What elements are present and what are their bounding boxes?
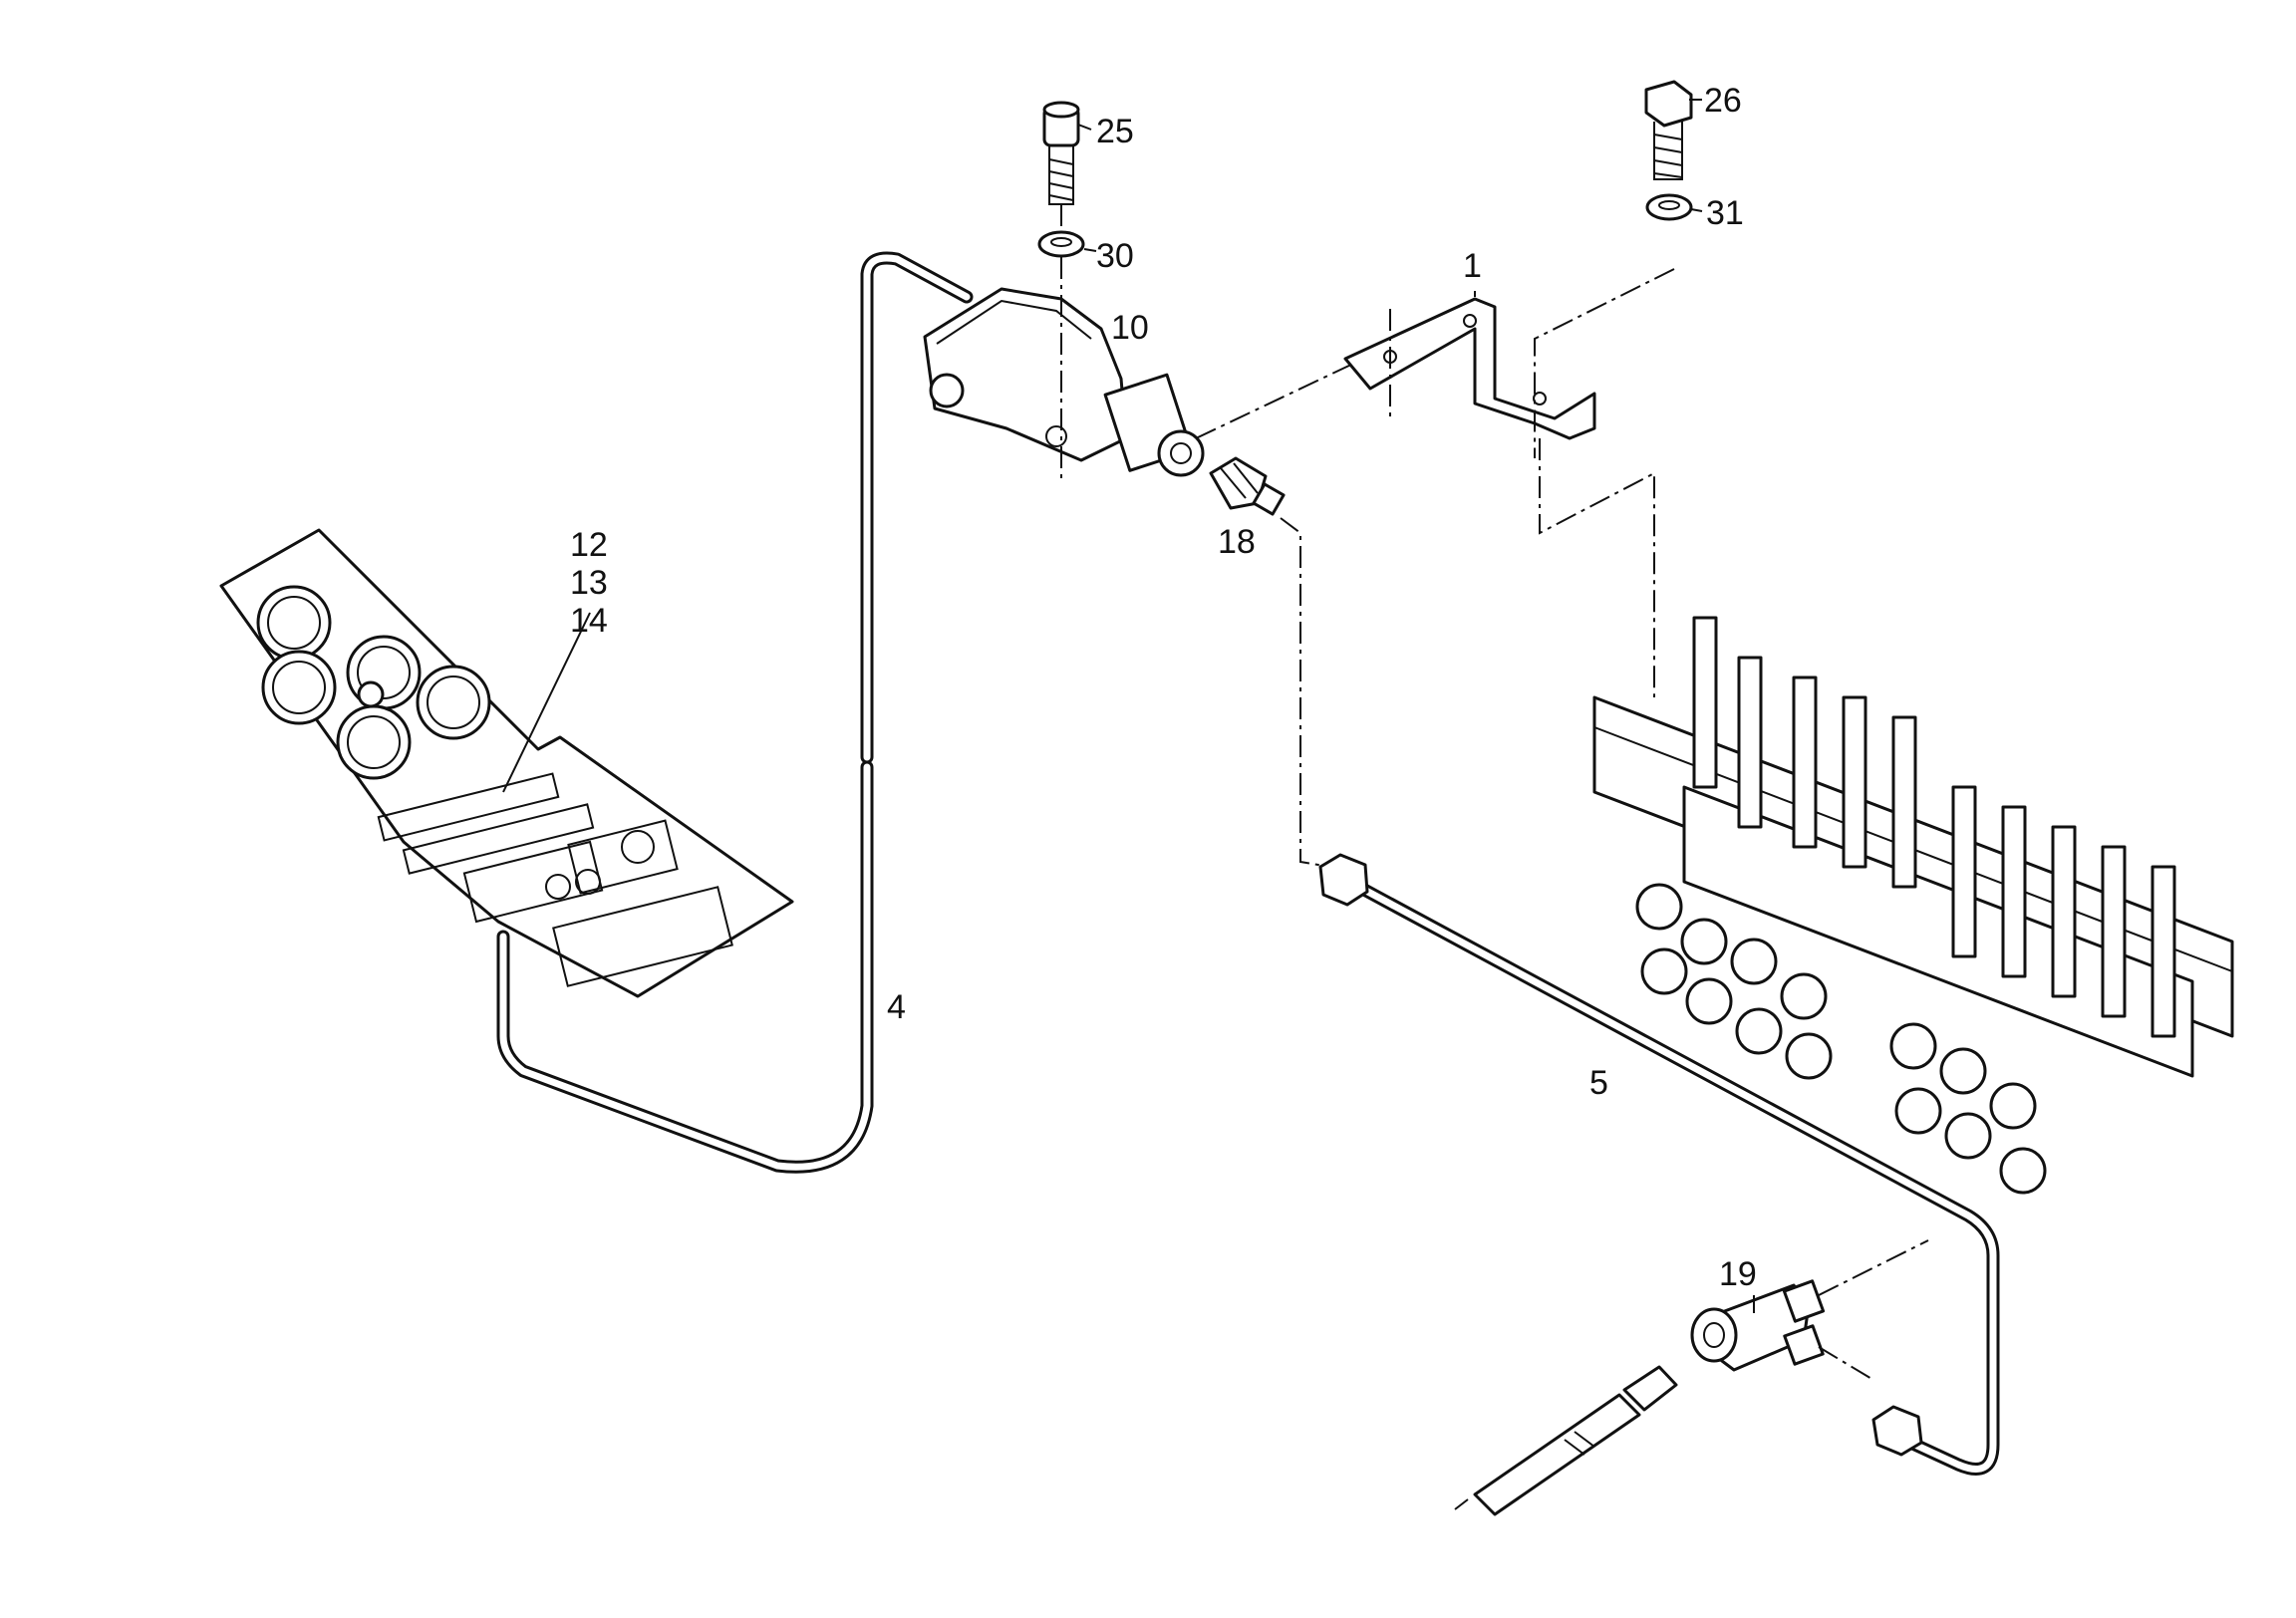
callout-5: 5 <box>1589 1064 1608 1102</box>
leader-lines <box>502 99 1755 1313</box>
callout-13: 13 <box>570 564 608 602</box>
callout-26: 26 <box>1704 82 1742 120</box>
callout-10: 10 <box>1111 309 1149 347</box>
callout-4: 4 <box>887 988 906 1026</box>
bolt-25 <box>1042 101 1080 205</box>
instrument-panel <box>219 528 794 998</box>
callout-labels: 25 26 30 31 1 10 18 12 13 14 4 5 19 <box>570 82 1757 1293</box>
bolt-26 <box>1644 80 1693 180</box>
valve-stems <box>1692 616 2176 1038</box>
callout-14: 14 <box>570 602 608 640</box>
tee-fitting-19 <box>1690 1279 1826 1372</box>
callout-31: 31 <box>1706 194 1744 232</box>
valve-10 <box>923 287 1205 477</box>
sensor-probe <box>1454 1365 1678 1516</box>
callout-30: 30 <box>1096 237 1134 275</box>
callout-18: 18 <box>1218 523 1256 561</box>
switch-rows <box>377 772 733 987</box>
callout-25: 25 <box>1096 113 1134 150</box>
gauge-cluster <box>256 585 491 780</box>
callout-12: 12 <box>570 526 608 564</box>
bracket-1 <box>1343 297 1596 440</box>
washer-30 <box>1037 230 1085 258</box>
pipe-5 <box>1318 853 2000 1476</box>
cable-4 <box>496 251 974 1174</box>
callout-1: 1 <box>1463 247 1482 285</box>
washer-31 <box>1645 193 1693 221</box>
fitting-18 <box>1209 456 1286 516</box>
valve-bank <box>1592 616 2234 1195</box>
callout-19: 19 <box>1719 1255 1757 1293</box>
hex-nuts <box>1635 883 2047 1195</box>
